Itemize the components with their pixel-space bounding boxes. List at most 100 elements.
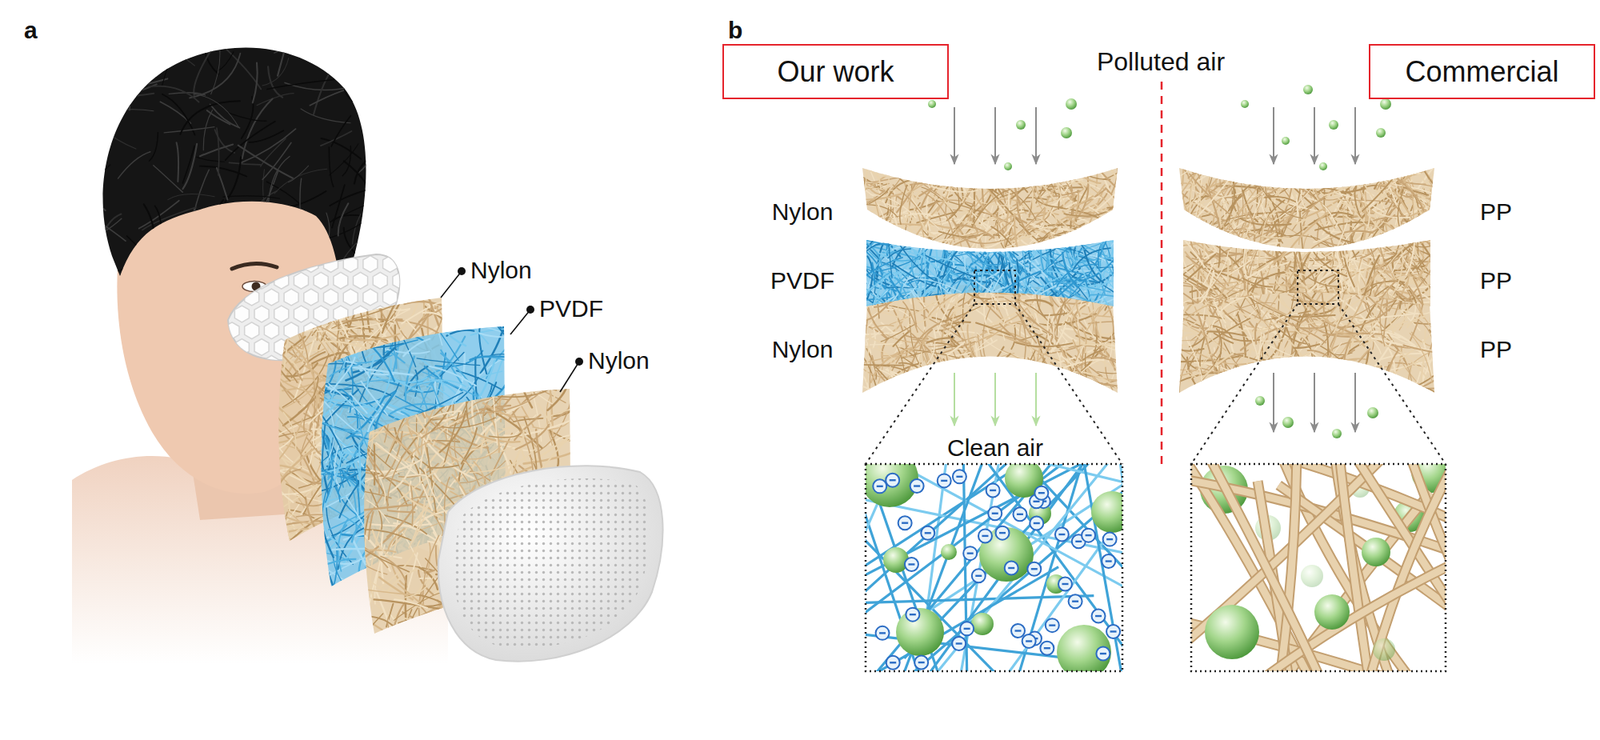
- fiber: [338, 203, 349, 236]
- fiber: [1097, 227, 1132, 234]
- fiber: [305, 412, 361, 434]
- fiber: [902, 236, 932, 244]
- fiber: [492, 320, 512, 346]
- fiber: [288, 526, 296, 551]
- fiber: [279, 350, 283, 375]
- fiber: [77, 208, 126, 242]
- fiber: [932, 171, 955, 173]
- fiber: [338, 291, 348, 318]
- fiber: [1008, 168, 1039, 185]
- fiber: [196, 156, 224, 162]
- fiber: [308, 348, 358, 355]
- fiber: [952, 180, 987, 185]
- fiber: [401, 316, 443, 340]
- fiber: [323, 322, 338, 372]
- fiber: [355, 432, 383, 476]
- hex-hole: [234, 305, 249, 323]
- fiber: [280, 469, 300, 484]
- fiber: [207, 110, 231, 125]
- fiber: [404, 442, 429, 461]
- fiber: [405, 388, 449, 390]
- fiber: [285, 42, 347, 60]
- fiber: [325, 305, 367, 341]
- fiber: [938, 168, 975, 191]
- fiber: [275, 316, 345, 320]
- hex-hole: [323, 256, 338, 273]
- hex-hole: [284, 288, 299, 306]
- fiber: [322, 309, 347, 344]
- fiber: [356, 504, 411, 511]
- fiber: [389, 601, 406, 656]
- fiber: [356, 300, 411, 311]
- fiber: [100, 78, 168, 90]
- fiber: [398, 619, 437, 624]
- fiber: [389, 530, 398, 561]
- fiber: [443, 372, 453, 413]
- fiber: [344, 160, 372, 192]
- fiber: [972, 172, 1023, 185]
- fiber: [93, 46, 150, 78]
- fiber: [319, 344, 324, 370]
- fiber: [82, 76, 127, 105]
- hex-hole: [254, 305, 269, 323]
- fiber: [429, 420, 460, 441]
- fiber: [417, 380, 466, 387]
- fiber: [368, 383, 417, 404]
- fiber: [331, 116, 351, 148]
- fiber: [942, 174, 976, 188]
- fiber: [913, 159, 921, 179]
- fiber: [1104, 215, 1108, 236]
- fiber: [295, 529, 327, 542]
- fiber: [272, 344, 302, 381]
- fiber: [241, 96, 254, 139]
- fiber: [898, 231, 911, 248]
- fiber: [160, 286, 187, 292]
- hex-hole: [363, 288, 378, 306]
- fiber: [256, 93, 294, 106]
- fiber: [268, 66, 283, 97]
- hex-hole: [234, 339, 249, 356]
- fiber: [852, 219, 892, 224]
- fiber: [468, 445, 501, 460]
- fiber: [929, 164, 967, 184]
- fiber: [373, 599, 443, 609]
- fiber: [361, 468, 408, 506]
- fiber: [108, 283, 132, 303]
- fiber: [153, 165, 183, 192]
- fiber: [1076, 172, 1101, 183]
- fiber: [976, 162, 984, 181]
- fiber: [307, 317, 351, 344]
- hex-hole: [343, 256, 358, 273]
- fiber: [437, 352, 464, 380]
- fiber: [400, 530, 423, 572]
- fiber: [318, 496, 346, 508]
- fiber: [318, 548, 337, 611]
- fiber: [364, 399, 412, 409]
- fiber: [160, 53, 195, 66]
- fiber: [352, 214, 361, 244]
- fiber: [313, 65, 335, 114]
- fiber: [864, 158, 869, 190]
- fiber: [289, 284, 304, 333]
- fiber: [182, 144, 197, 189]
- leader-line: [560, 361, 580, 392]
- fiber: [366, 356, 375, 394]
- fiber: [292, 291, 296, 319]
- fiber: [491, 384, 497, 446]
- fiber: [168, 193, 215, 200]
- fiber: [223, 46, 261, 90]
- fiber: [352, 613, 384, 653]
- fiber: [92, 119, 136, 149]
- fiber: [376, 386, 399, 409]
- fiber: [262, 317, 316, 323]
- shell-perforation: [452, 478, 651, 648]
- fiber: [309, 85, 376, 106]
- fiber: [193, 268, 238, 294]
- fiber: [1028, 168, 1045, 214]
- fiber: [82, 61, 124, 94]
- fiber: [920, 188, 932, 210]
- fiber: [400, 381, 438, 410]
- fiber: [420, 623, 444, 634]
- fiber: [339, 616, 393, 626]
